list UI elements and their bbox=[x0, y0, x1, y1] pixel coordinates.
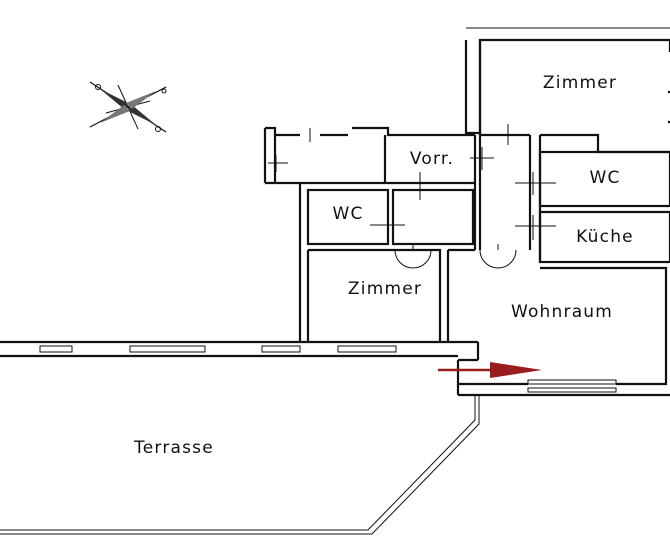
room-label-wc-right: WC bbox=[589, 168, 620, 188]
room-label-wc-left: WC bbox=[332, 204, 363, 224]
room-label-terrasse: Terrasse bbox=[133, 438, 214, 458]
room-label-wohnraum: Wohnraum bbox=[511, 302, 613, 322]
room-label-zimmer-bottom: Zimmer bbox=[348, 279, 422, 299]
room-label-kueche: Küche bbox=[576, 227, 634, 247]
entrance-arrow-icon bbox=[438, 362, 542, 378]
room-label-vorr: Vorr. bbox=[410, 149, 454, 169]
door-swings bbox=[394, 244, 517, 269]
compass-rose-icon bbox=[89, 81, 167, 133]
walls bbox=[0, 27, 670, 535]
room-label-zimmer-top: Zimmer bbox=[543, 73, 617, 93]
fixture-marks bbox=[268, 124, 556, 240]
